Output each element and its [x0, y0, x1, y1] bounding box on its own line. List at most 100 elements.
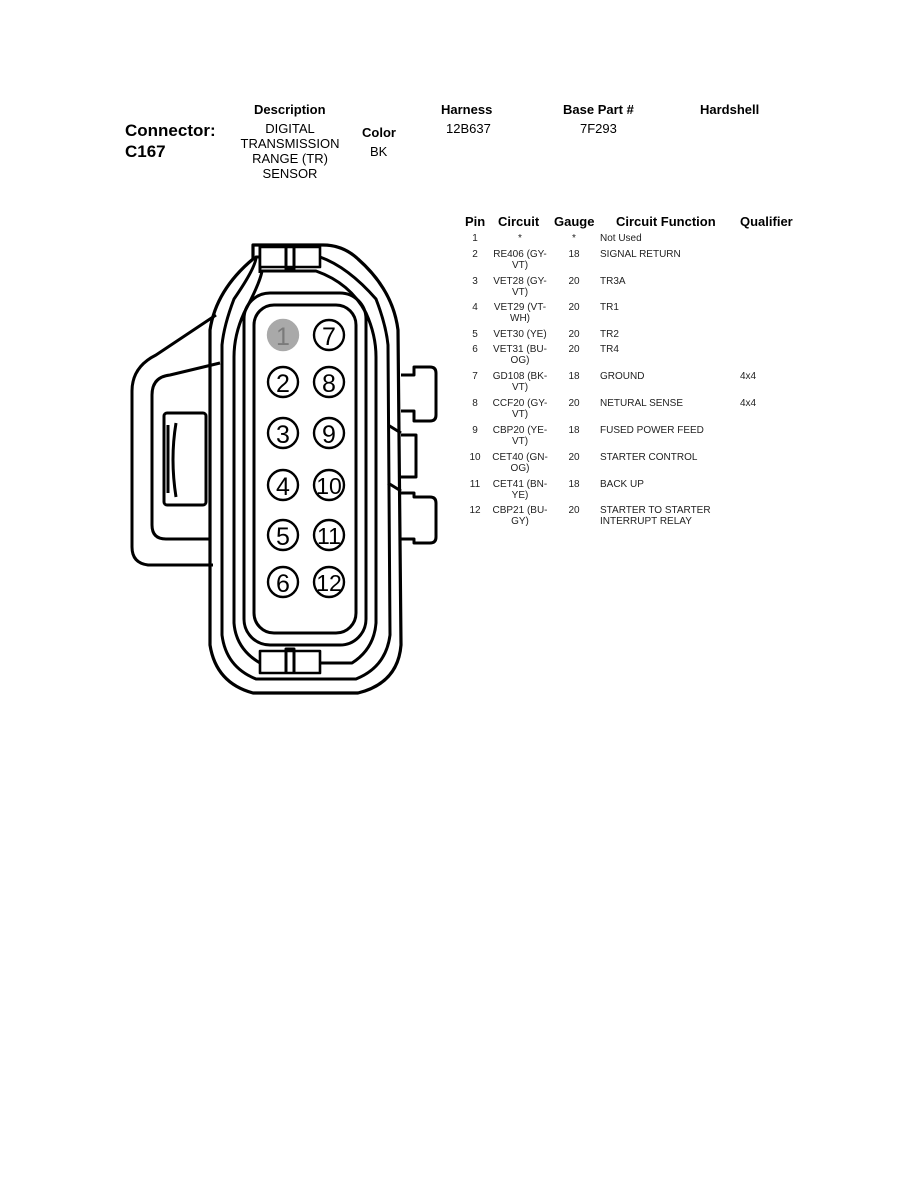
pin-label: 8	[322, 370, 336, 398]
function-line: TR1	[600, 302, 619, 313]
pin-number: 11	[469, 479, 481, 490]
circuit-cell: CET41 (BN-YE)	[488, 479, 552, 501]
description-header: Description	[254, 102, 326, 117]
pin-label: 10	[316, 473, 342, 499]
function-line: NETURAL SENSE	[600, 398, 683, 409]
pin-4: 4	[266, 468, 300, 502]
gauge-cell: 20	[568, 452, 580, 463]
pin-9: 9	[312, 416, 346, 450]
circuit-line: VT)	[511, 287, 529, 298]
gauge-cell: 20	[568, 302, 580, 313]
function-line: GROUND	[600, 371, 645, 382]
description-line: TRANSMISSION	[240, 136, 340, 151]
circuit-line: VT)	[511, 260, 529, 271]
pin-3: 3	[266, 416, 300, 450]
description-line: SENSOR	[262, 166, 318, 181]
pin-label: 9	[322, 421, 336, 449]
gauge-cell: 20	[568, 276, 580, 287]
function-line: TR2	[600, 329, 619, 340]
pin-number: 9	[472, 425, 478, 436]
gauge-cell: 18	[568, 425, 580, 436]
pin-number: 12	[469, 505, 481, 516]
pin-1: 1	[266, 318, 300, 352]
gauge-cell: *	[572, 233, 576, 244]
circuit-cell: CBP21 (BU-GY)	[488, 505, 552, 527]
gauge-cell: 20	[568, 398, 580, 409]
connector-id: C167	[125, 142, 166, 161]
column-header-pin: Pin	[465, 214, 486, 229]
pin-label: 2	[276, 370, 290, 398]
gauge-cell: 20	[568, 329, 580, 340]
function-cell: GROUND	[600, 371, 740, 382]
circuit-line: CBP20 (YE-	[492, 425, 548, 436]
pin-number: 6	[472, 344, 478, 355]
pin-label: 7	[322, 323, 336, 351]
color-label: Color	[362, 125, 396, 140]
function-cell: TR2	[600, 329, 740, 340]
pin-number: 4	[472, 302, 478, 313]
function-cell: Not Used	[600, 233, 740, 244]
pin-2: 2	[266, 365, 300, 399]
pin-label: 3	[276, 421, 290, 449]
gauge-cell: 20	[568, 505, 580, 516]
pin-number: 5	[472, 329, 478, 340]
circuit-line: VET31 (BU-	[493, 344, 547, 355]
gauge-cell: 20	[568, 344, 580, 355]
circuit-line: OG)	[510, 355, 530, 366]
qualifier-cell: 4x4	[740, 398, 757, 409]
pin-label: 1	[276, 323, 290, 351]
circuit-cell: *	[488, 233, 552, 244]
connector-description: DIGITAL TRANSMISSION RANGE (TR) SENSOR	[215, 121, 365, 181]
pin-8: 8	[312, 365, 346, 399]
connector-housing	[130, 243, 438, 695]
function-cell: TR3A	[600, 276, 740, 287]
base-part-header: Base Part #	[563, 102, 634, 117]
function-line: FUSED POWER FEED	[600, 425, 704, 436]
circuit-line: VET28 (GY-	[493, 276, 547, 287]
qualifier-cell: 4x4	[740, 371, 757, 382]
circuit-line: VT)	[511, 436, 529, 447]
circuit-cell: VET29 (VT-WH)	[488, 302, 552, 324]
function-line: BACK UP	[600, 479, 644, 490]
column-header-qualifier: Qualifier	[740, 214, 793, 229]
column-header-gauge: Gauge	[554, 214, 595, 229]
function-line: TR4	[600, 344, 619, 355]
pin-grid: 1 2 3 4 5 6 7 8	[266, 318, 346, 599]
circuit-line: CET40 (GN-	[492, 452, 548, 463]
function-cell: BACK UP	[600, 479, 740, 490]
description-line: RANGE (TR)	[252, 151, 328, 166]
pin-number: 7	[472, 371, 478, 382]
pin-5: 5	[266, 518, 300, 552]
harness-value: 12B637	[446, 121, 491, 136]
harness-header: Harness	[441, 102, 493, 117]
column-header-circuit: Circuit	[498, 214, 540, 229]
gauge-cell: 18	[568, 479, 580, 490]
circuit-line: VT)	[511, 409, 529, 420]
pin-number: 10	[469, 452, 481, 463]
function-line: STARTER TO STARTER	[600, 505, 711, 516]
circuit-line: CCF20 (GY-	[492, 398, 548, 409]
column-header-function: Circuit Function	[616, 214, 716, 229]
function-line: Not Used	[600, 233, 642, 244]
description-line: DIGITAL	[265, 121, 315, 136]
circuit-line: GD108 (BK-	[492, 371, 548, 382]
circuit-cell: VET30 (YE)	[488, 329, 552, 340]
function-cell: TR1	[600, 302, 740, 313]
pin-label: 6	[276, 570, 290, 598]
pin-label: 4	[276, 473, 290, 501]
pin-7: 7	[312, 318, 346, 352]
pin-number: 3	[472, 276, 478, 287]
circuit-line: CET41 (BN-	[492, 479, 548, 490]
pin-number: 2	[472, 249, 478, 260]
circuit-line: *	[518, 233, 522, 244]
pin-12: 12	[312, 565, 346, 599]
connector-face-diagram: 1 2 3 4 5 6 7 8	[130, 243, 438, 695]
gauge-cell: 18	[568, 371, 580, 382]
circuit-cell: VET31 (BU-OG)	[488, 344, 552, 366]
function-cell: NETURAL SENSE	[600, 398, 740, 409]
pin-number: 1	[472, 233, 478, 244]
circuit-line: WH)	[510, 313, 530, 324]
color-value: BK	[370, 144, 388, 159]
function-cell: FUSED POWER FEED	[600, 425, 740, 436]
